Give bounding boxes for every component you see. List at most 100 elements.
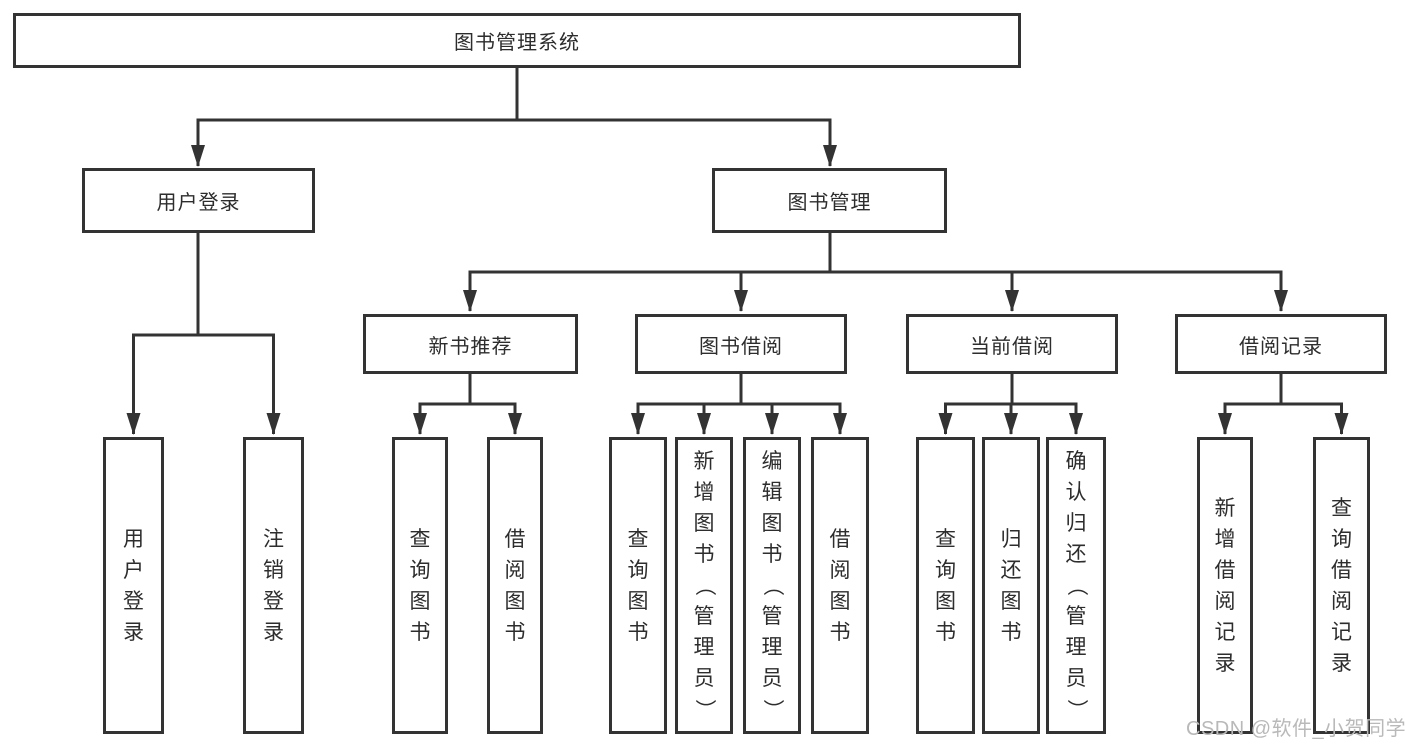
leaf-label-char: 员 [693,667,715,690]
leaf-label-char: 图 [829,589,851,613]
leaf-label-char: ） [692,699,716,720]
leaf-label-char: 员 [761,667,783,690]
leaf-label-char: 确 [1065,450,1087,473]
node-new-book-recommend-label: 新书推荐 [428,335,513,358]
leaf-label-char: 书 [409,620,431,644]
leaf-label-char: 登 [263,589,284,613]
leaf-current-return-book: 归还图书 [982,437,1040,734]
leaf-borrow-query-book: 查询图书 [609,437,667,734]
leaf-label-char: 借 [1214,558,1236,582]
leaf-label-char: 查 [1331,496,1352,520]
leaf-label-char: 管 [761,605,783,628]
leaf-label-char: 查 [935,527,956,551]
leaf-label-char: 图 [504,589,526,613]
leaf-label-char: 书 [1000,620,1022,644]
node-root-label: 图书管理系统 [454,32,580,54]
node-user-login: 用户登录 [82,168,315,233]
node-current-borrow-label: 当前借阅 [970,335,1054,358]
leaf-label-char: 户 [123,558,144,582]
leaf-borrow-borrow-book: 借阅图书 [811,437,869,734]
leaf-label-char: 询 [409,558,431,582]
leaf-current-confirm-return-admin: 确认归还 （ 管理员 ） [1046,437,1106,734]
leaf-label-char: 归 [1000,527,1022,551]
leaf-label-char: 借 [504,527,526,551]
leaf-label-char: ） [1064,699,1088,720]
leaf-label-char: 归 [1065,512,1087,535]
node-new-book-recommend: 新书推荐 [363,314,578,374]
leaf-label-char: 书 [504,620,526,644]
leaf-label-char: 管 [1065,605,1087,628]
leaf-label-char: 书 [627,620,649,644]
leaf-label-char: 录 [263,620,284,644]
leaf-label-char: 理 [693,636,715,659]
leaf-label-char: 书 [935,620,956,644]
leaf-label-char: 用 [123,527,144,551]
leaf-label-char: 借 [1331,558,1352,582]
node-user-login-label: 用户登录 [156,192,241,214]
leaf-current-query-book: 查询图书 [916,437,975,734]
leaf-label-char: 询 [627,558,649,582]
leaf-label-char: 管 [693,605,715,628]
leaf-recommend-query-book: 查询图书 [392,437,448,734]
leaf-label-char: 注 [263,527,284,551]
leaf-user-login: 用户登录 [103,437,164,734]
leaf-label-char: 阅 [504,558,526,582]
node-book-management: 图书管理 [712,168,947,233]
leaf-borrow-edit-book-admin: 编辑图书 （ 管理员 ） [743,437,801,734]
leaf-label-char: （ [692,575,716,596]
leaf-label-char: 还 [1065,543,1087,566]
leaf-label-char: 新 [693,450,715,473]
leaf-label-char: 录 [123,620,144,644]
leaf-label-char: 书 [761,543,783,566]
leaf-label-char: （ [760,575,784,596]
leaf-label-char: 阅 [1214,589,1236,613]
leaf-label-char: 阅 [829,558,851,582]
leaf-label-char: 录 [1331,651,1352,675]
leaf-label-char: 图 [935,589,956,613]
leaf-label-char: ） [760,699,784,720]
leaf-label-char: 询 [1331,527,1352,551]
leaf-label-char: 员 [1065,667,1087,690]
node-current-borrow: 当前借阅 [906,314,1118,374]
leaf-label-char: 查 [409,527,431,551]
leaf-label-char: 书 [693,543,715,566]
leaf-label-char: 认 [1065,481,1087,504]
leaf-label-char: 销 [263,558,284,582]
leaf-label-char: 查 [627,527,649,551]
leaf-label-char: 记 [1331,620,1352,644]
leaf-label-char: 理 [1065,636,1087,659]
leaf-recommend-borrow-book: 借阅图书 [487,437,543,734]
node-borrow-record-label: 借阅记录 [1239,335,1323,358]
leaf-label-char: 图 [693,512,715,535]
leaf-label-char: 还 [1000,558,1022,582]
leaf-borrow-add-book-admin: 新增图书 （ 管理员 ） [675,437,733,734]
leaf-label-char: （ [1064,575,1088,596]
leaf-logout: 注销登录 [243,437,304,734]
leaf-label-char: 图 [409,589,431,613]
leaf-label-char: 增 [1214,527,1236,551]
node-book-borrow-label: 图书借阅 [699,335,783,358]
leaf-label-char: 询 [935,558,956,582]
leaf-label-char: 阅 [1331,589,1352,613]
leaf-record-add-record: 新增借阅记录 [1197,437,1253,734]
leaf-label-char: 书 [829,620,851,644]
leaf-label-char: 记 [1214,620,1236,644]
leaf-label-char: 理 [761,636,783,659]
node-borrow-record: 借阅记录 [1175,314,1387,374]
leaf-label-char: 编 [761,450,783,473]
leaf-label-char: 图 [627,589,649,613]
leaf-label-char: 辑 [761,481,783,504]
node-root: 图书管理系统 [13,13,1021,68]
leaf-record-query-record: 查询借阅记录 [1313,437,1370,734]
leaf-label-char: 图 [1000,589,1022,613]
leaf-label-char: 新 [1214,496,1236,520]
csdn-watermark: CSDN @软件_小贺同学 [1186,718,1405,740]
node-book-borrow: 图书借阅 [635,314,847,374]
leaf-label-char: 图 [761,512,783,535]
leaf-label-char: 录 [1214,651,1236,675]
node-book-management-label: 图书管理 [787,192,872,214]
leaf-label-char: 登 [123,589,144,613]
leaf-label-char: 增 [693,481,715,504]
